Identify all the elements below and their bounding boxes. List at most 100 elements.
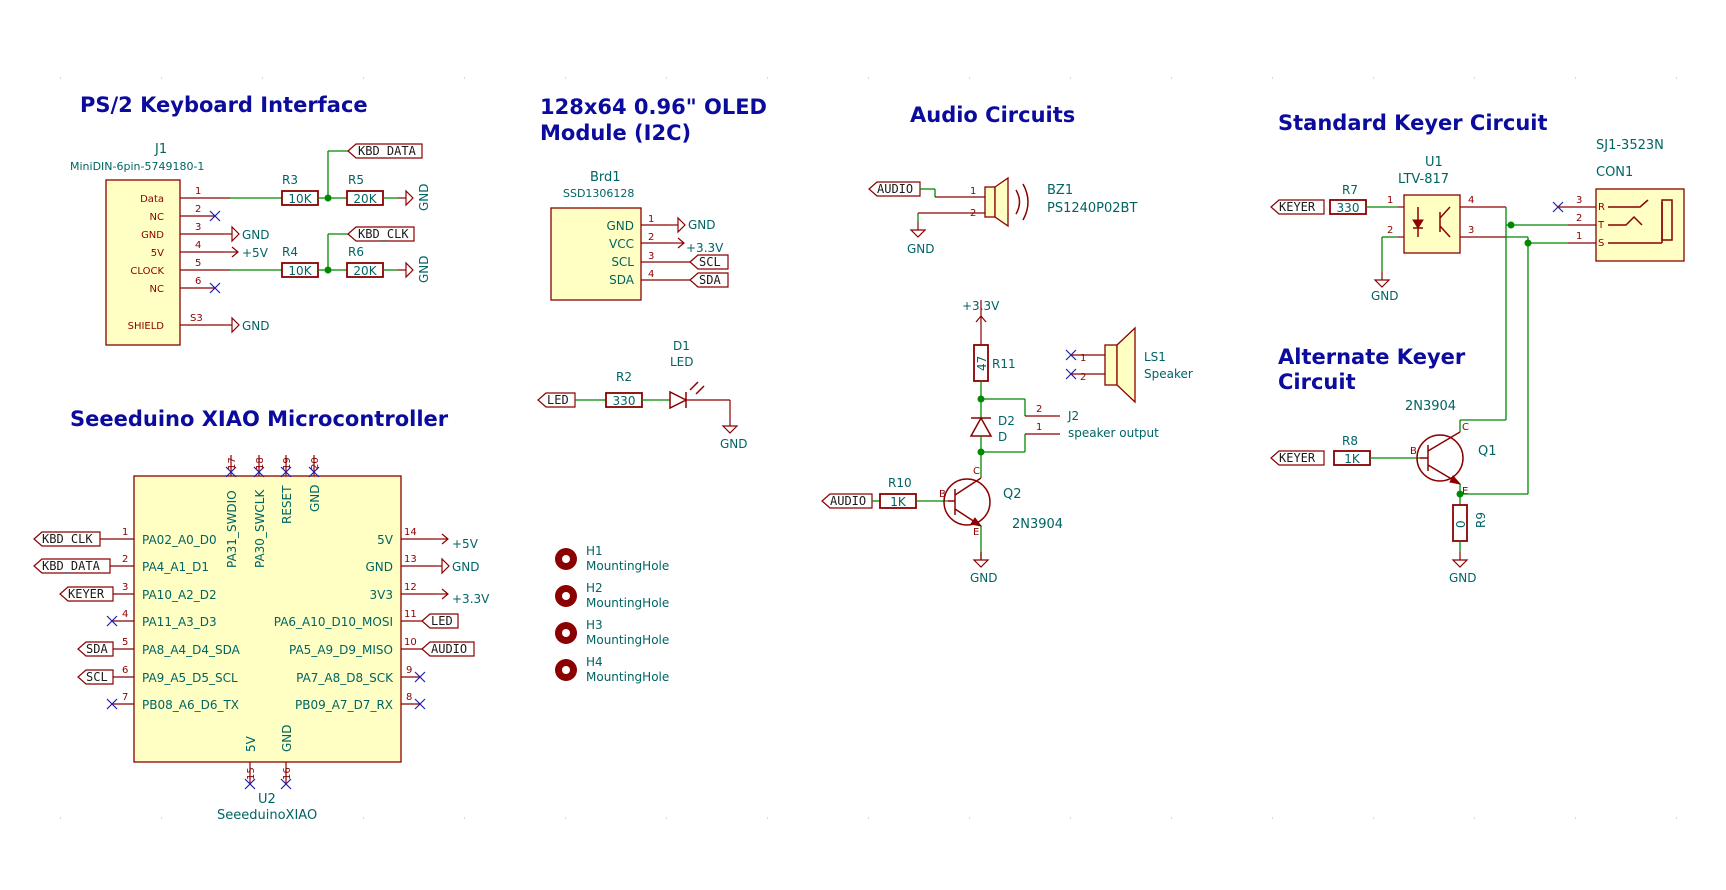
r10-value: 1K — [890, 495, 907, 509]
j1-pin-num: S3 — [190, 313, 203, 324]
label-text: SCL — [699, 255, 721, 269]
j1-pin-nc1: NC2 — [150, 204, 221, 223]
u2-pin-name: 5V — [244, 735, 258, 752]
j1-pin-name: SHIELD — [128, 321, 165, 332]
brd1-pin-num: 2 — [648, 232, 654, 243]
label-keyer-r8: KEYER — [1270, 450, 1325, 466]
hole-ref: H3 — [586, 618, 603, 632]
u2-pin-name: PA6_A10_D10_MOSI — [274, 615, 393, 629]
d1-value: LED — [670, 355, 694, 369]
section-title-ps2: PS/2 Keyboard Interface — [80, 93, 368, 117]
u2-pin-name: PA30_SWCLK — [253, 489, 267, 568]
resistor-r4: R4 10K — [281, 245, 319, 278]
label-kbd-data-top: KBD_DATA — [347, 143, 423, 159]
label-text: SDA — [86, 642, 108, 656]
svg-text:C: C — [973, 466, 980, 477]
j1-pin-num: 4 — [195, 240, 201, 251]
power-3v3-symbol — [669, 237, 685, 249]
j1-pin-name: NC — [150, 212, 164, 223]
junction-dot — [324, 194, 332, 202]
brd1-pin-name: GND — [606, 219, 634, 233]
u2-pin-num: 10 — [404, 637, 417, 648]
u2-pin-name: PA7_A8_D8_SCK — [296, 671, 394, 685]
j1-pin-name: NC — [150, 284, 164, 295]
u2-pin-name: PA5_A9_D9_MISO — [289, 643, 393, 657]
label-kbd-data-mcu: KBD_DATA — [33, 558, 111, 574]
label-scl-oled: SCL — [689, 254, 729, 270]
brd1-pin-num: 1 — [648, 214, 654, 225]
gnd-symbol — [397, 190, 414, 206]
u2-pin-name: PA10_A2_D2 — [142, 588, 217, 602]
r2-value: 330 — [613, 394, 636, 408]
gnd-label: GND — [417, 183, 431, 211]
d2-value: D — [998, 430, 1007, 444]
u2-pin-num: 5 — [122, 637, 128, 648]
gnd-symbol — [910, 221, 926, 238]
svg-text:2: 2 — [970, 208, 976, 219]
con1-pin-s: S — [1598, 238, 1604, 249]
r11-ref: R11 — [992, 357, 1016, 371]
u2-pin-name: PA02_A0_D0 — [142, 533, 217, 547]
label-text: KBD_CLK — [42, 532, 93, 546]
r11-value: 47 — [975, 356, 989, 371]
u1-value: LTV-817 — [1398, 172, 1449, 187]
label-text: LED — [431, 614, 453, 628]
u2-pin-name: PA9_A5_D5_SCL — [142, 671, 238, 685]
u2-pin-num: 8 — [406, 692, 412, 703]
j1-pin-num: 5 — [195, 258, 201, 269]
u2-pin-num: 20 — [310, 457, 321, 470]
u2-pin-num: 11 — [404, 609, 417, 620]
r2-ref: R2 — [616, 370, 632, 384]
u2-pin-name: PA8_A4_D4_SDA — [142, 643, 241, 657]
gnd-symbol — [223, 317, 240, 333]
connector-j2: 2 1 J2 speaker output — [1025, 404, 1159, 440]
label-kbd-clk-mcu: KBD_CLK — [33, 531, 101, 547]
label-scl-mcu: SCL — [77, 669, 114, 685]
q2-value: 2N3904 — [1012, 517, 1063, 532]
label-text: KBD_DATA — [358, 144, 417, 158]
resistor-r3: R3 10K — [281, 173, 319, 206]
gnd-label: GND — [720, 437, 748, 451]
label-led-mcu: LED — [421, 613, 459, 629]
u2-value: SeeeduinoXIAO — [217, 808, 317, 823]
power-3v3-label: +3.3V — [686, 241, 724, 255]
j1-pin-num: 3 — [195, 222, 201, 233]
u2-ref: U2 — [258, 792, 276, 807]
svg-text:1: 1 — [1576, 231, 1582, 242]
junction-dot — [324, 266, 332, 274]
j1-pin-nc2: NC6 — [150, 276, 221, 295]
u2-pin-num: 9 — [406, 665, 412, 676]
r6-value: 20K — [353, 264, 377, 278]
gnd-label: GND — [1449, 571, 1477, 585]
u2-pin-num: 15 — [246, 767, 257, 780]
j1-pin-shield: SHIELD S3 — [128, 313, 224, 332]
svg-text:B: B — [1410, 446, 1417, 457]
label-sda-mcu: SDA — [77, 641, 114, 657]
con1-pin-r: R — [1598, 202, 1605, 213]
r7-value: 330 — [1337, 201, 1360, 215]
r8-value: 1K — [1344, 452, 1361, 466]
label-text: AUDIO — [877, 182, 913, 196]
power-3v3-symbol — [433, 588, 449, 600]
speaker-ls1: 1 2 LS1 Speaker — [1065, 326, 1193, 404]
svg-text:E: E — [973, 527, 979, 538]
r3-ref: R3 — [282, 173, 298, 187]
transistor-q1: B C E 2N3904 Q1 — [1405, 399, 1497, 505]
gnd-label: GND — [907, 242, 935, 256]
label-sda-oled: SDA — [689, 272, 729, 288]
gnd-symbol — [433, 558, 450, 574]
audio-jack-con1: SJ1-3523N CON1 3 2 1 R T S — [1552, 138, 1685, 262]
diode-d2: D2 D — [969, 414, 1015, 444]
hole-ref: H4 — [586, 655, 603, 669]
gnd-label: GND — [417, 255, 431, 283]
r6-ref: R6 — [348, 245, 364, 259]
svg-text:4: 4 — [1468, 195, 1474, 206]
u2-pin-name: 5V — [377, 533, 394, 547]
svg-text:B: B — [939, 489, 946, 500]
svg-text:1: 1 — [1387, 195, 1393, 206]
r4-value: 10K — [288, 264, 312, 278]
hole-value: MountingHole — [586, 596, 669, 610]
r5-value: 20K — [353, 192, 377, 206]
u2-pin-num: 13 — [404, 554, 417, 565]
